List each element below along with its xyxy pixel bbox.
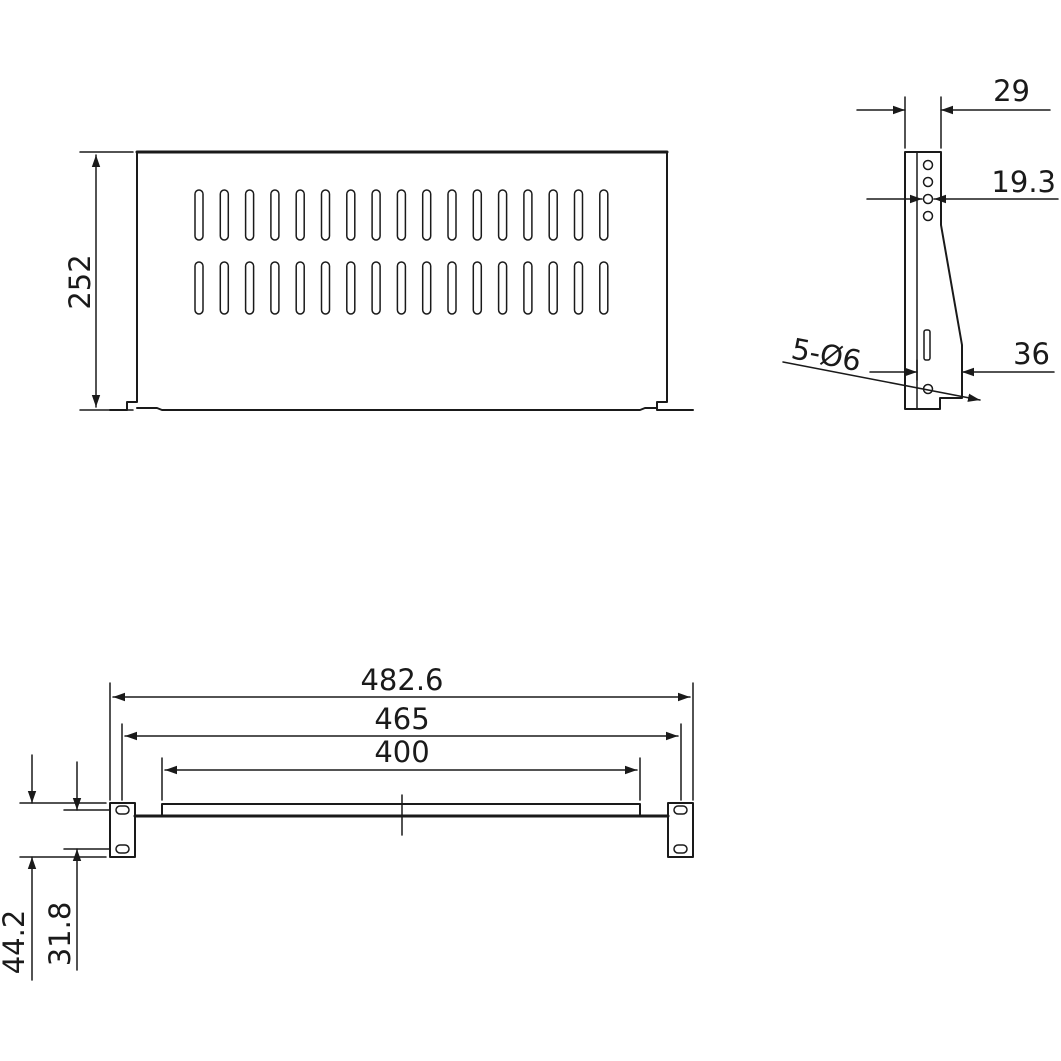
vent-slot bbox=[320, 189, 331, 241]
bracket-outline bbox=[904, 151, 963, 410]
vent-slot bbox=[472, 189, 483, 241]
holes-label: 5-Ø6 bbox=[789, 331, 864, 378]
left-ear-hole-bottom bbox=[115, 844, 130, 854]
dim318-label: 31.8 bbox=[43, 902, 77, 967]
right-ear-hole-top bbox=[673, 805, 688, 815]
dim4826-label: 482.6 bbox=[360, 663, 443, 697]
vent-slot bbox=[447, 189, 457, 241]
vent-slot bbox=[548, 261, 558, 315]
bracket-slot bbox=[923, 329, 931, 361]
dim442-label: 44.2 bbox=[0, 910, 31, 975]
depth-label: 252 bbox=[63, 254, 97, 309]
dim400-label: 400 bbox=[374, 735, 429, 769]
vent-slot bbox=[320, 261, 331, 315]
vent-slot bbox=[599, 261, 609, 315]
vent-slot bbox=[244, 261, 255, 315]
vent-slot bbox=[194, 261, 204, 315]
vent-slot bbox=[421, 189, 432, 241]
front-right-ear bbox=[667, 802, 694, 858]
left-ear-hole-top bbox=[115, 805, 130, 815]
dim29-label: 29 bbox=[993, 74, 1030, 108]
bracket-hole-1 bbox=[922, 159, 934, 171]
vent-slot bbox=[194, 189, 204, 241]
vent-slot bbox=[371, 261, 381, 315]
vent-slot bbox=[497, 261, 508, 315]
dim193-label: 19.3 bbox=[991, 165, 1056, 199]
bracket-hole-3 bbox=[922, 193, 934, 205]
vent-slot bbox=[219, 261, 230, 315]
dim36-label: 36 bbox=[1013, 337, 1050, 371]
vent-slot bbox=[472, 261, 483, 315]
top-view: 252 bbox=[63, 150, 694, 411]
bracket-hole-4 bbox=[922, 210, 934, 222]
vent-slot bbox=[346, 189, 356, 241]
holes-leader bbox=[782, 361, 981, 402]
vent-slot bbox=[523, 189, 533, 241]
vent-slot bbox=[548, 189, 558, 241]
dim465-label: 465 bbox=[374, 702, 429, 736]
vent-slot bbox=[270, 261, 280, 315]
vent-slot bbox=[396, 189, 407, 241]
vent-slot bbox=[421, 261, 432, 315]
vent-slot bbox=[447, 261, 457, 315]
front-left-ear bbox=[109, 802, 136, 858]
right-ear-hole-bottom bbox=[673, 844, 688, 854]
vent-slot bbox=[219, 189, 230, 241]
vent-slot bbox=[523, 261, 533, 315]
vent-slot bbox=[346, 261, 356, 315]
vent-slot bbox=[295, 261, 305, 315]
vent-slots bbox=[194, 189, 609, 315]
vent-slot bbox=[295, 189, 305, 241]
vent-slot bbox=[573, 189, 584, 241]
vent-slot bbox=[396, 261, 407, 315]
vent-slot bbox=[270, 189, 280, 241]
front-view: 482.6 465 400 44.2 31.8 bbox=[0, 663, 694, 981]
bracket-hole-2 bbox=[922, 176, 934, 188]
vent-slot bbox=[497, 189, 508, 241]
vent-slot bbox=[599, 189, 609, 241]
vent-slot bbox=[371, 189, 381, 241]
side-view: 29 19.3 36 5-Ø6 bbox=[782, 74, 1059, 410]
vent-slot bbox=[244, 189, 255, 241]
shelf-tray-lip bbox=[161, 803, 641, 817]
vent-slot bbox=[573, 261, 584, 315]
